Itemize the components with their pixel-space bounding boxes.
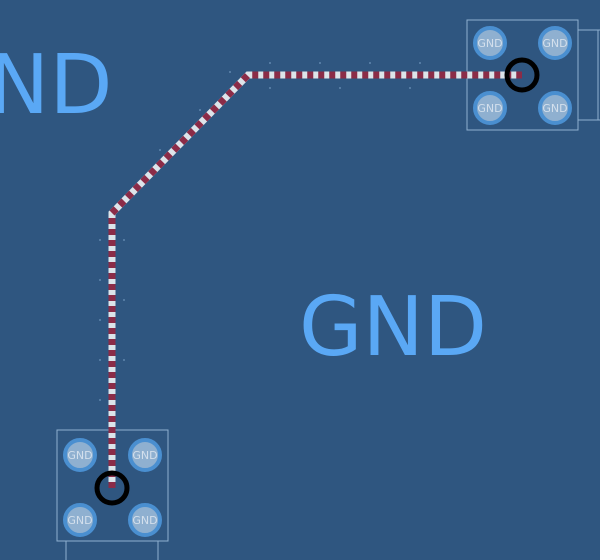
svg-text:GND: GND bbox=[132, 449, 157, 462]
selected-trace[interactable] bbox=[108, 71, 522, 488]
via-bottom[interactable] bbox=[94, 470, 130, 506]
pad[interactable]: GND bbox=[128, 503, 162, 537]
svg-text:GND: GND bbox=[542, 102, 567, 115]
svg-text:GND: GND bbox=[542, 37, 567, 50]
pad[interactable]: GND bbox=[538, 91, 572, 125]
svg-text:GND: GND bbox=[67, 449, 92, 462]
component-bottom-left[interactable]: GND GND GND GND bbox=[56, 429, 169, 560]
pad[interactable]: GND bbox=[63, 438, 97, 472]
via-top[interactable] bbox=[504, 57, 540, 93]
svg-text:GND: GND bbox=[477, 102, 502, 115]
svg-text:GND: GND bbox=[477, 37, 502, 50]
svg-text:GND: GND bbox=[132, 514, 157, 527]
pad[interactable]: GND bbox=[473, 26, 507, 60]
zone-label-gnd-left: ND bbox=[0, 38, 112, 133]
connector-outline bbox=[65, 541, 159, 560]
zone-label-gnd-center: GND bbox=[299, 280, 487, 375]
pad[interactable]: GND bbox=[538, 26, 572, 60]
pad[interactable]: GND bbox=[128, 438, 162, 472]
trace-guide-dots bbox=[99, 62, 421, 401]
pad[interactable]: GND bbox=[63, 503, 97, 537]
svg-text:GND: GND bbox=[67, 514, 92, 527]
connector-outline bbox=[578, 29, 600, 121]
pad[interactable]: GND bbox=[473, 91, 507, 125]
